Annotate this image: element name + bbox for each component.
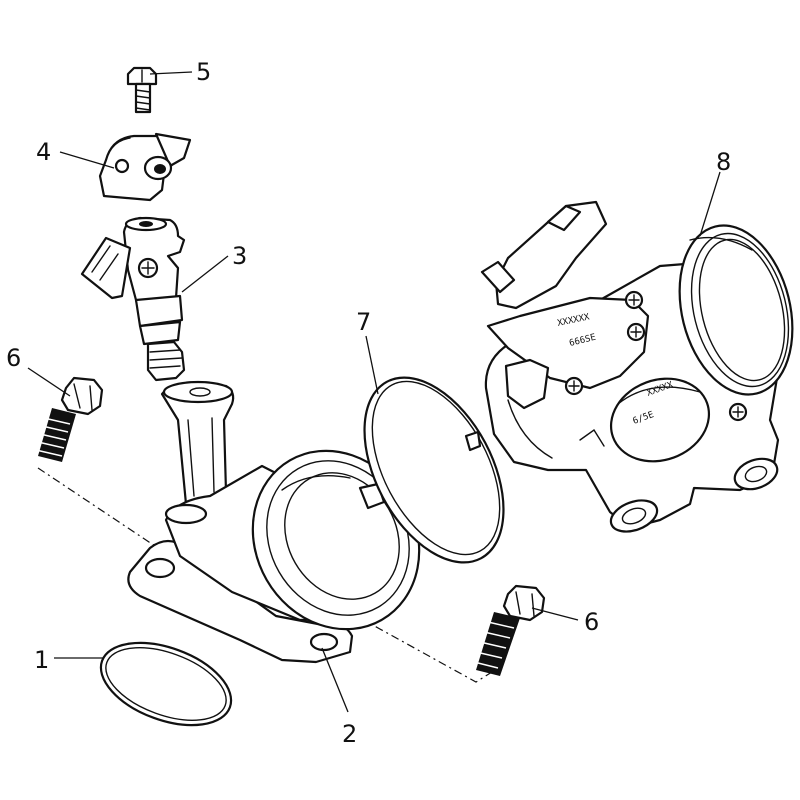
part-throttle-body: XXXXXX 666SE XXXXX 6/5E [480,200,794,533]
callout-4: 4 [36,138,51,166]
part-bolt-left [35,376,104,462]
assembly-line-right [359,617,493,683]
callout-1: 1 [34,646,49,674]
part-o-ring [99,641,233,727]
leader-8 [699,171,721,237]
leader-3 [181,255,229,293]
leader-4 [59,151,115,169]
leader-6a [27,367,71,397]
part-fuel-injector [80,216,186,382]
callout-5: 5 [196,58,211,86]
assembly-line-left [37,467,159,549]
leader-6b [531,607,579,621]
leader-2 [321,647,349,713]
callout-6-left: 6 [6,344,21,372]
callout-2: 2 [342,720,357,748]
part-small-screw [126,66,158,114]
callout-labels: 1 2 3 4 5 6 6 7 8 [6,58,731,748]
callout-7: 7 [356,308,371,336]
callout-6-right: 6 [584,608,599,636]
part-injector-holder [98,132,192,202]
callout-3: 3 [232,242,247,270]
leader-5 [149,71,193,75]
part-clamp-band [363,376,505,564]
leader-lines [27,71,721,713]
part-bolt-right [473,584,546,676]
leader-7 [365,335,379,395]
part-intake-manifold [127,380,421,664]
callout-8: 8 [716,148,731,176]
